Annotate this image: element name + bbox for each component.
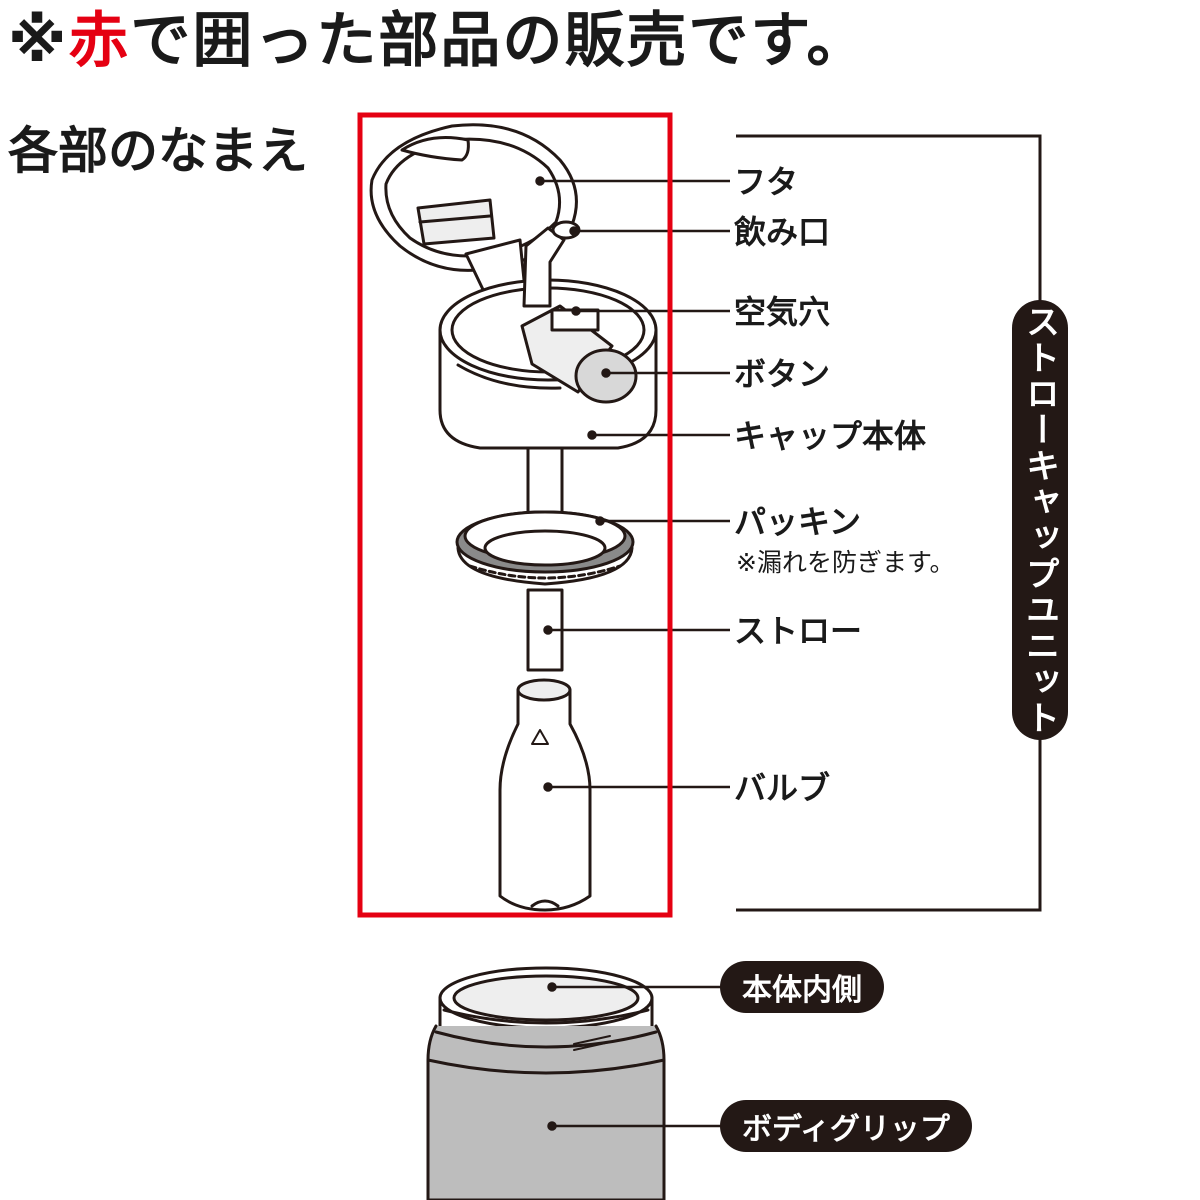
- part-label-lid: フタ: [734, 163, 799, 201]
- part-label-straw: ストロー: [734, 612, 863, 650]
- bottle-body-illustration: [426, 966, 666, 1200]
- unit-label: ストローキャップユニット: [1012, 300, 1068, 740]
- part-label-mouthpiece: 飲み口: [734, 213, 831, 251]
- body-label-grip: ボディグリップ: [720, 1100, 972, 1152]
- highlight-frame: [357, 112, 673, 918]
- valve-illustration: [498, 678, 592, 912]
- part-label-gasket: パッキン: [734, 503, 862, 541]
- heading-suffix: で囲った部品の販売です。: [130, 6, 869, 76]
- body-label-inner: 本体内側: [720, 961, 884, 1013]
- part-label-valve: バルブ: [734, 769, 831, 807]
- heading-prefix: ※: [8, 6, 69, 76]
- gasket-illustration: [455, 510, 635, 586]
- gasket-note: ※漏れを防ぎます。: [736, 548, 955, 577]
- part-label-air-hole: 空気穴: [734, 293, 831, 331]
- parts-subheading: 各部のなまえ: [8, 122, 308, 180]
- part-label-cap-body: キャップ本体: [734, 417, 927, 455]
- part-label-button: ボタン: [734, 355, 831, 393]
- heading-highlight: 赤: [68, 6, 131, 76]
- page-heading: ※赤で囲った部品の販売です。: [8, 6, 868, 76]
